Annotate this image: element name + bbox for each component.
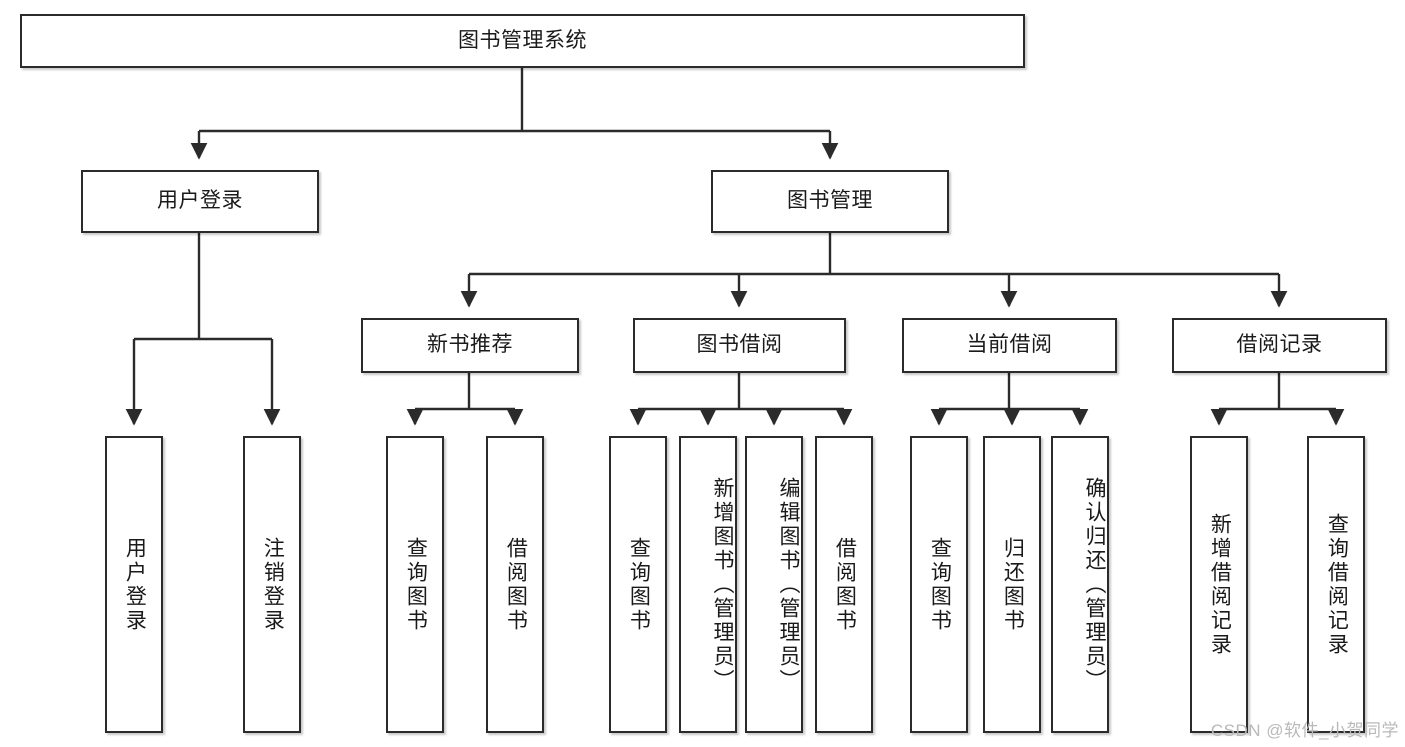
leaf-query-record[interactable]: 查询借阅记录 [1307,436,1365,733]
leaf-borrow-book-1[interactable]: 借阅图书 [486,436,544,733]
leaf-add-book[interactable]: 新增图书（管理员） [679,436,737,733]
leaf-return-book-label: 归还图书 [1001,536,1025,633]
leaf-return-book[interactable]: 归还图书 [983,436,1041,733]
leaf-add-book-label: 新增图书（管理员） [711,476,734,693]
leaf-query-book-3-label: 查询图书 [928,536,952,633]
leaf-query-book-3[interactable]: 查询图书 [910,436,968,733]
leaf-edit-book[interactable]: 编辑图书（管理员） [745,436,803,733]
leaf-confirm-return[interactable]: 确认归还（管理员） [1051,436,1109,733]
node-borrow-record-label: 借阅记录 [1236,333,1323,357]
leaf-logout-label: 注销登录 [261,536,285,633]
node-root[interactable]: 图书管理系统 [20,14,1025,68]
node-user-login-label: 用户登录 [157,189,243,213]
leaf-query-book-1-label: 查询图书 [404,536,428,633]
csdn-watermark: CSDN @软件_小贺同学 [1210,721,1399,740]
leaf-add-record[interactable]: 新增借阅记录 [1190,436,1248,733]
leaf-user-login[interactable]: 用户登录 [105,436,163,733]
node-current-borrow[interactable]: 当前借阅 [902,318,1117,373]
leaf-user-login-label: 用户登录 [123,536,147,633]
leaf-logout[interactable]: 注销登录 [243,436,301,733]
node-new-book-recommend[interactable]: 新书推荐 [361,318,579,373]
leaf-query-record-label: 查询借阅记录 [1325,512,1349,657]
node-book-borrow-label: 图书借阅 [696,333,783,357]
node-new-book-recommend-label: 新书推荐 [427,333,513,357]
leaf-borrow-book-1-label: 借阅图书 [504,536,528,633]
node-user-login[interactable]: 用户登录 [81,170,319,233]
leaf-add-record-label: 新增借阅记录 [1208,512,1232,657]
node-book-manage-label: 图书管理 [787,189,873,213]
node-current-borrow-label: 当前借阅 [966,333,1053,357]
node-borrow-record[interactable]: 借阅记录 [1172,318,1387,373]
leaf-edit-book-label: 编辑图书（管理员） [777,476,800,693]
leaf-query-book-2[interactable]: 查询图书 [609,436,667,733]
node-book-borrow[interactable]: 图书借阅 [633,318,846,373]
leaf-borrow-book-2[interactable]: 借阅图书 [815,436,873,733]
leaf-query-book-1[interactable]: 查询图书 [386,436,444,733]
leaf-query-book-2-label: 查询图书 [627,536,651,633]
leaf-confirm-return-label: 确认归还（管理员） [1083,476,1106,693]
node-root-label: 图书管理系统 [458,28,587,52]
node-book-manage[interactable]: 图书管理 [711,170,949,233]
leaf-borrow-book-2-label: 借阅图书 [833,536,857,633]
